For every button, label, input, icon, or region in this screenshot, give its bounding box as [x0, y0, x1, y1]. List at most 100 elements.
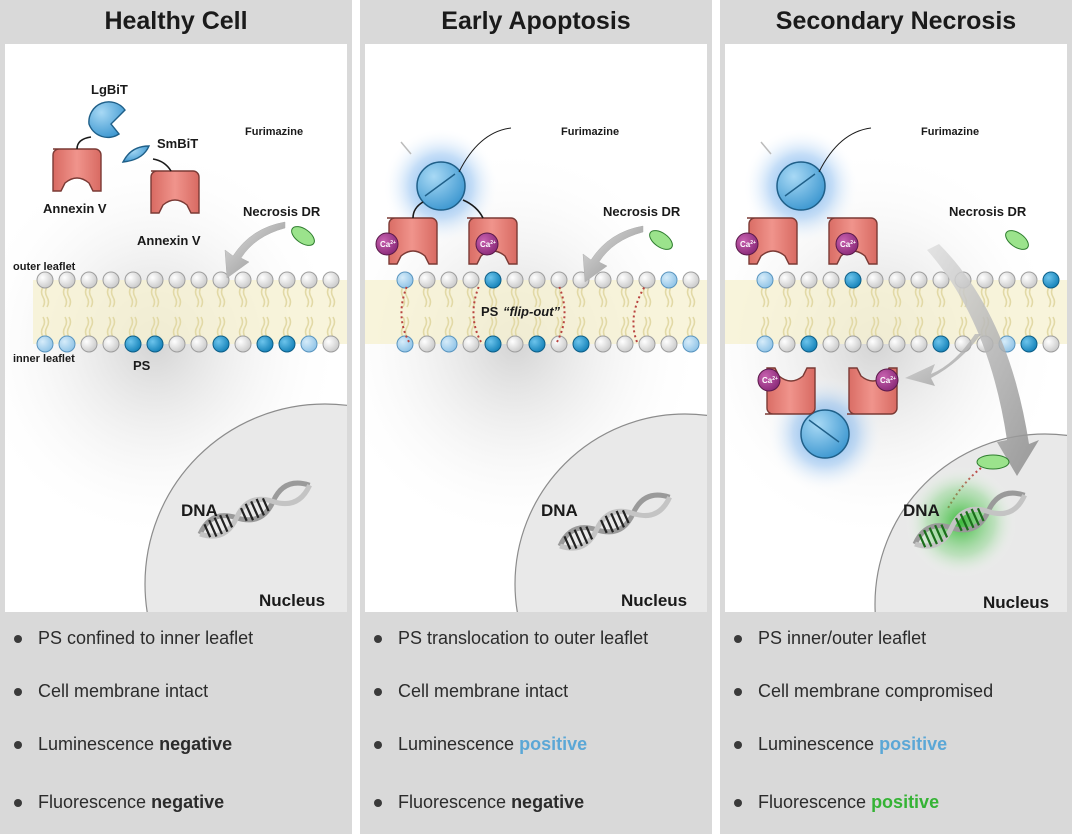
ps-lipid-head: [484, 335, 502, 353]
lgbit-label: LgBiT: [91, 82, 128, 97]
lipid-tail: [510, 316, 520, 338]
lipid-head: [418, 271, 436, 289]
annexin-v-label: Annexin V: [43, 201, 107, 216]
calcium-label: Ca2+: [380, 240, 396, 249]
furimazine-pointer: [458, 127, 512, 173]
calcium-ion-icon-4: [875, 368, 899, 392]
nanoluc-complex: [776, 161, 826, 211]
cell-membrane: [33, 280, 347, 344]
necrosis-dr-dye: [291, 226, 315, 246]
lipid-head: [146, 271, 164, 289]
lipid-tail: [1024, 316, 1034, 338]
ps-lipid-head: [278, 335, 296, 353]
lipid-head: [256, 271, 274, 289]
calcium-label-4: Ca2+: [880, 376, 896, 385]
ps-lipid-head: [58, 335, 76, 353]
lipid-head: [80, 271, 98, 289]
entry-arrow-branch: [905, 334, 981, 386]
panel-healthy-cell: Healthy Cell: [0, 0, 352, 834]
ps-lipid-head: [756, 271, 774, 289]
ps-lipid-head: [484, 271, 502, 289]
lipid-head: [778, 335, 796, 353]
nanoluc-seam: [784, 173, 816, 197]
lipid-head: [844, 335, 862, 353]
lipid-tail: [936, 286, 946, 308]
ps-lipid-head: [256, 335, 274, 353]
lipid-tail: [554, 286, 564, 308]
lipid-head: [528, 271, 546, 289]
calcium-ion-icon: [375, 232, 399, 256]
lipid-head: [234, 271, 252, 289]
lipid-tail: [84, 286, 94, 308]
lipid-head: [462, 335, 480, 353]
calcium-ion-icon-3: [757, 368, 781, 392]
lipid-tail: [598, 286, 608, 308]
lipid-head: [322, 271, 340, 289]
furimazine-label: Furimazine: [561, 126, 619, 138]
lipid-head: [550, 271, 568, 289]
ps-lipid-head: [1020, 335, 1038, 353]
calcium-label-2: Ca2+: [480, 240, 496, 249]
bullet-dot-icon: [374, 799, 382, 807]
diagram-early-apoptosis: Ca2+ Ca2+ Furimazine Necrosis DR PS “fli…: [365, 44, 707, 612]
lipid-head: [638, 335, 656, 353]
smbit-subunit: [121, 145, 151, 163]
ps-lipid-head: [682, 335, 700, 353]
lipid-head: [616, 271, 634, 289]
annexin-v-protein: [387, 201, 438, 265]
lipid-tail: [1002, 316, 1012, 338]
flip-out-label: “flip-out”: [503, 304, 561, 319]
lipid-head: [822, 271, 840, 289]
dna-helix: [557, 492, 672, 551]
lipid-head: [418, 335, 436, 353]
bullet-dot-icon: [14, 799, 22, 807]
lipid-head: [278, 271, 296, 289]
lipid-head: [682, 271, 700, 289]
ps-lipid-head: [572, 335, 590, 353]
ps-lipid-head: [844, 271, 862, 289]
lipid-tail: [194, 316, 204, 338]
panel-title: Healthy Cell: [104, 7, 248, 35]
inner-leaflet-label: inner leaflet: [13, 353, 75, 365]
dna-label: DNA: [181, 501, 218, 520]
lipid-tail: [576, 286, 586, 308]
ps-label: PS: [481, 304, 499, 319]
lipid-head: [506, 335, 524, 353]
lipid-tail: [760, 316, 770, 338]
lipid-tail: [282, 316, 292, 338]
furimazine-pointer: [818, 127, 872, 173]
lipid-tail: [664, 286, 674, 308]
ps-lipid-head: [36, 335, 54, 353]
lipid-tail: [422, 286, 432, 308]
bullet-dot-icon: [374, 635, 382, 643]
lipid-tail: [194, 286, 204, 308]
ps-lipid-head: [146, 335, 164, 353]
lipid-head: [190, 271, 208, 289]
bullet-dot-icon: [14, 741, 22, 749]
cell-membrane: [365, 280, 707, 344]
annexin-v-protein: [52, 136, 102, 192]
bullet-list-secondary-necrosis: PS inner/outer leaflet Cell membrane com…: [720, 618, 1072, 834]
cell-membrane: [725, 280, 1067, 344]
lipid-head: [1020, 271, 1038, 289]
lipid-tail: [598, 316, 608, 338]
necrosis-dr-dye: [1005, 230, 1029, 250]
panel-secondary-necrosis: Secondary Necrosis: [720, 0, 1072, 834]
lipid-tail: [238, 286, 248, 308]
dna-label: DNA: [541, 501, 578, 520]
ps-label: PS: [133, 358, 151, 373]
lipid-head: [660, 335, 678, 353]
lipid-head: [168, 335, 186, 353]
calcium-label-2: Ca2+: [840, 240, 856, 249]
lipid-tail: [466, 316, 476, 338]
lipid-head: [36, 271, 54, 289]
lipid-tail: [892, 316, 902, 338]
ps-lipid-head: [528, 335, 546, 353]
lipid-head: [976, 271, 994, 289]
lipid-head: [616, 335, 634, 353]
lipid-head: [58, 271, 76, 289]
calcium-ion-icon: [735, 232, 759, 256]
nucleus-label: Nucleus: [983, 593, 1049, 612]
lipid-tail: [1002, 286, 1012, 308]
calcium-ion-icon-2: [835, 232, 859, 256]
